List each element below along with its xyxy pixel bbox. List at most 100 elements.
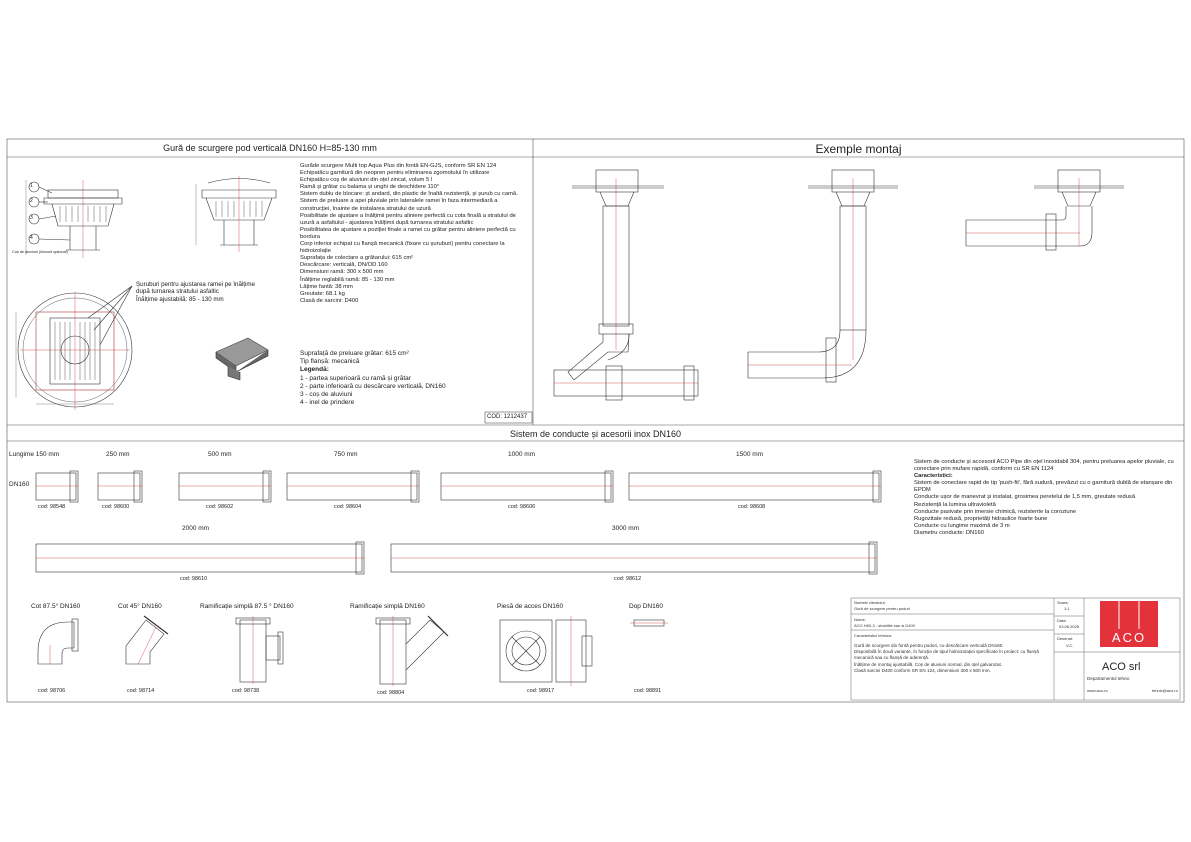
pipe-spec-line: Conducte ușor de manevrat și instalat, g… <box>914 494 1136 501</box>
pipe-code: cod: 98606 <box>508 504 536 510</box>
description-line: Echipatăcu garnitură din neopren pentru … <box>300 170 490 177</box>
product-code: COD: 1212437 <box>487 414 528 420</box>
fitting-code: cod: 98706 <box>38 688 66 694</box>
logo-text: ACO <box>1111 630 1147 645</box>
drawn-value: V.C. <box>1066 643 1074 648</box>
fitting-code: cod: 98804 <box>377 690 405 696</box>
pipe-code: cod: 98610 <box>180 576 208 582</box>
description-line: Înălțime reglabilă ramă: 85 - 130 mm <box>300 276 395 283</box>
fitting-ramificatie-simpla <box>375 615 449 686</box>
drain-section-drawing-2 <box>195 176 277 252</box>
description-line: Posibilitatea de ajustare a poziției fin… <box>300 226 516 240</box>
fitting-title: Ramificație simplă DN160 <box>350 603 425 610</box>
legend-intro-line: Suprafață de preluare grătar: 615 cm² <box>300 350 409 357</box>
pipe-drawings-row2 <box>35 541 878 575</box>
screws-note-line: după turnarea stratului asfaltic <box>136 288 219 296</box>
callout-1: 1 <box>30 183 33 189</box>
section-header-pipes: Sistem de conducte și acesorii inox DN16… <box>509 429 682 439</box>
fitting-ramificatie-87 <box>235 616 284 684</box>
fitting-cot-87 <box>37 618 79 665</box>
legend-item: 2 - parte inferioară cu descărcare verti… <box>300 382 446 390</box>
pipe-spec-line: Sistem de conducte și accesorii ACO Pipe… <box>914 459 1174 473</box>
description-line: Corp inferior echipat cu flanșă mecanică… <box>300 241 505 255</box>
name-value: ACO H60-3 - stoictitle sau si D400 <box>854 623 915 628</box>
description-line: Ramă și grătar cu balama și unghi de des… <box>300 184 440 191</box>
legend: Suprafață de preluare grătar: 615 cm² Ti… <box>300 350 446 407</box>
title-desc-line: Clasă sarcini D400 conform SR EN 124, di… <box>854 667 991 673</box>
pipe-code: cod: 98604 <box>334 504 362 510</box>
description-line: Posibilitate de ajustare a înălțimii pen… <box>300 212 516 226</box>
fitting-piesa-acces <box>499 616 593 686</box>
logo-lines <box>1118 601 1140 629</box>
pipe-length-label: Lungime 150 mm <box>9 451 60 458</box>
fitting-title: Piesă de acces DN160 <box>497 603 564 610</box>
pipe-spec-line: Conducte pasivate prin imersie chimică, … <box>914 508 1077 515</box>
pipe-code: cod: 98602 <box>206 504 234 510</box>
pipe-spec-line: Rezistență la lumina ultravioletă <box>914 501 996 508</box>
screws-note: Șuruburi pentru ajustarea ramei pe înălț… <box>136 281 255 303</box>
pipe-code: cod: 98548 <box>38 504 66 510</box>
description-line: Lățime fantă: 38 mm <box>300 283 353 290</box>
pipe-spec-line: Diametru conducte: DN160 <box>914 529 984 536</box>
install-example-1 <box>553 169 699 401</box>
title-desc-line: Disponibilă în două variante, în funcție… <box>854 649 1039 661</box>
client-label: Numele clientului: <box>854 600 886 605</box>
department: Departamentul tehnic <box>1087 676 1130 681</box>
description-line: Gurăde scurgere Multi top Aqua Plus din … <box>300 163 497 169</box>
fitting-title: Cot 87.5° DN160 <box>31 603 81 610</box>
callout-3: 3 <box>30 215 33 221</box>
title-block-frame <box>850 597 1181 701</box>
drain-section-drawing-1 <box>25 180 123 258</box>
pipe-code: cod: 98608 <box>738 504 766 510</box>
pipe-length-label: 500 mm <box>208 451 232 458</box>
fitting-code: cod: 98738 <box>232 688 260 694</box>
legend-item: 3 - coș de aluviuni <box>300 391 353 399</box>
fitting-code: cod: 98891 <box>634 688 662 694</box>
grate-3d-image <box>215 337 269 381</box>
legend-title: Legendă: <box>300 366 329 374</box>
aco-logo: ACO <box>1100 601 1158 647</box>
legend-item: 4 - inel de prindere <box>300 399 355 407</box>
description-line: Dimensiuni ramă: 300 x 500 mm <box>300 269 384 276</box>
scale-value: 1:1 <box>1064 606 1070 611</box>
pipe-spec-line: Caracteristici: <box>914 473 953 480</box>
website: www.aco.ro <box>1087 688 1108 693</box>
fitting-title: Cot 45° DN160 <box>118 603 162 610</box>
screws-note-line: Înălțime ajustabilă: 85 - 130 mm <box>136 295 224 303</box>
drain-plan-drawing <box>15 285 133 410</box>
fitting-title: Dop DN160 <box>629 603 663 610</box>
pipe-length-label: 2000 mm <box>182 525 210 532</box>
pipe-length-label: 1500 mm <box>736 451 764 458</box>
install-example-3 <box>965 169 1124 251</box>
pipe-specs: Sistem de conducte și accesorii ACO Pipe… <box>914 459 1176 537</box>
basket-note: Coș de aluviuni (inlocuit opțional) <box>12 250 68 254</box>
fitting-title: Ramificație simplă 87.5 ° DN160 <box>200 603 294 610</box>
section-header-examples: Exemple montaj <box>815 142 902 156</box>
company-name: ACO srl <box>1102 661 1141 673</box>
pipe-spec-line: Conducte cu lungime maximă de 3 m <box>914 522 1010 529</box>
date-value: 03.06.2025 <box>1059 624 1080 629</box>
description-line: Sistem dublu de blocare: șt andard, din … <box>300 191 518 198</box>
callout-4: 4 <box>30 235 33 241</box>
fitting-dop <box>630 619 668 627</box>
name-label: Nume: <box>854 617 866 622</box>
scale-label: Scara: <box>1057 600 1069 605</box>
description-line: Clasă de sarcini: D400 <box>300 297 359 304</box>
fitting-code: cod: 98917 <box>527 688 555 694</box>
title-desc-line: Gură de scurgere din fontă pentru poduri… <box>854 643 1004 648</box>
pipe-length-label: 750 mm <box>334 451 358 458</box>
fitting-cot-45 <box>125 615 169 665</box>
pipe-code: cod: 98612 <box>614 576 642 582</box>
title-desc-line: Înălțime de montaj ajustabilă. Coș de al… <box>854 661 1003 667</box>
description-line: Greutate: 68.1 kg <box>300 290 345 297</box>
pipe-length-label: 3000 mm <box>612 525 640 532</box>
pipe-drawings-row1 <box>35 470 882 503</box>
fitting-code: cod: 98714 <box>127 688 155 694</box>
pipe-code: cod: 98600 <box>102 504 130 510</box>
email: tehnic@aco.ro <box>1152 688 1178 693</box>
drain-description: Gurăde scurgere Multi top Aqua Plus din … <box>300 163 530 305</box>
title-description: Gură de scurgere din fontă pentru poduri… <box>854 643 1050 674</box>
callout-2: 2 <box>30 198 33 204</box>
pipe-spec-line: Rugozitate redusă, proprietăți hidraulic… <box>914 515 1048 522</box>
description-line: Suprafața de colectare a grătarului: 615… <box>300 255 414 262</box>
